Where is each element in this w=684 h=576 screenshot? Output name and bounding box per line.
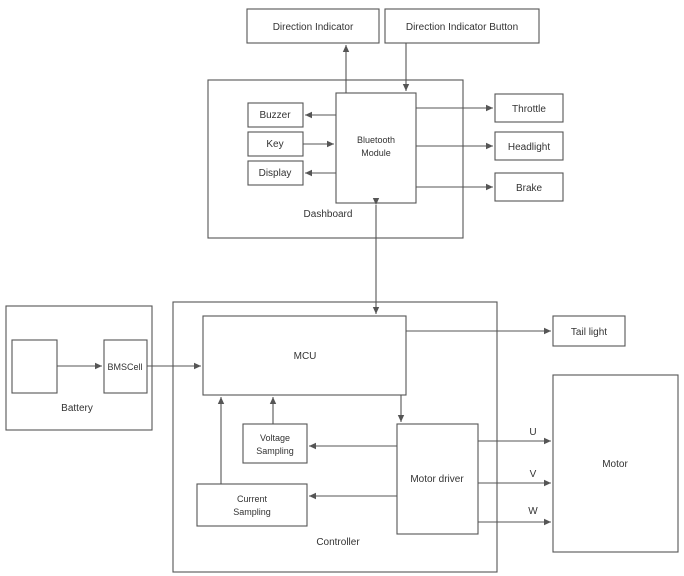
throttle-box: Throttle	[494, 93, 564, 123]
mcu-label: MCU	[294, 351, 317, 362]
bmscell-box: BMSCell	[103, 339, 148, 394]
motor-box: Motor	[552, 374, 679, 553]
brake-box: Brake	[494, 172, 564, 202]
voltage-sampling-label-line2: Sampling	[256, 446, 294, 456]
direction-indicator-button-label: Direction Indicator Button	[406, 22, 518, 33]
motor-driver-label: Motor driver	[410, 474, 464, 485]
current-sampling-label-line1: Current	[237, 494, 268, 504]
bluetooth-module-label-line2: Module	[361, 148, 391, 158]
buzzer-label: Buzzer	[259, 110, 291, 121]
motor-driver-box: Motor driver	[396, 423, 479, 535]
headlight-box: Headlight	[494, 131, 564, 161]
controller-group: Controller	[172, 301, 498, 573]
tail-light-box: Tail light	[552, 315, 626, 347]
mcu-box: MCU	[202, 315, 407, 396]
tail-light-label: Tail light	[571, 327, 607, 338]
motor-label: Motor	[602, 459, 628, 470]
key-label: Key	[266, 139, 283, 150]
key-box: Key	[247, 131, 304, 157]
headlight-label: Headlight	[508, 142, 550, 153]
voltage-sampling-label-line1: Voltage	[260, 433, 290, 443]
bluetooth-module-label-line1: Bluetooth	[357, 135, 395, 145]
display-label: Display	[259, 168, 292, 179]
phase-v-label: V	[530, 469, 537, 480]
phase-w-label: W	[528, 506, 538, 517]
bluetooth-module-box: Bluetooth Module	[335, 92, 417, 204]
direction-indicator-button-box: Direction Indicator Button	[384, 8, 540, 44]
phase-u-label: U	[529, 427, 536, 438]
controller-label: Controller	[316, 537, 360, 548]
current-sampling-label-line2: Sampling	[233, 507, 271, 517]
voltage-sampling-box: Voltage Sampling	[242, 423, 308, 464]
display-box: Display	[247, 160, 304, 186]
dashboard-label: Dashboard	[304, 209, 353, 220]
buzzer-box: Buzzer	[247, 102, 304, 128]
battery-cell-box	[11, 339, 58, 394]
throttle-label: Throttle	[512, 104, 546, 115]
brake-label: Brake	[516, 183, 543, 194]
direction-indicator-label: Direction Indicator	[273, 22, 354, 33]
bmscell-label: BMSCell	[107, 362, 142, 372]
direction-indicator-box: Direction Indicator	[246, 8, 380, 44]
battery-group: Battery	[5, 305, 153, 431]
battery-label: Battery	[61, 403, 93, 414]
current-sampling-box: Current Sampling	[196, 483, 308, 527]
dashboard-group: Dashboard	[207, 79, 464, 239]
